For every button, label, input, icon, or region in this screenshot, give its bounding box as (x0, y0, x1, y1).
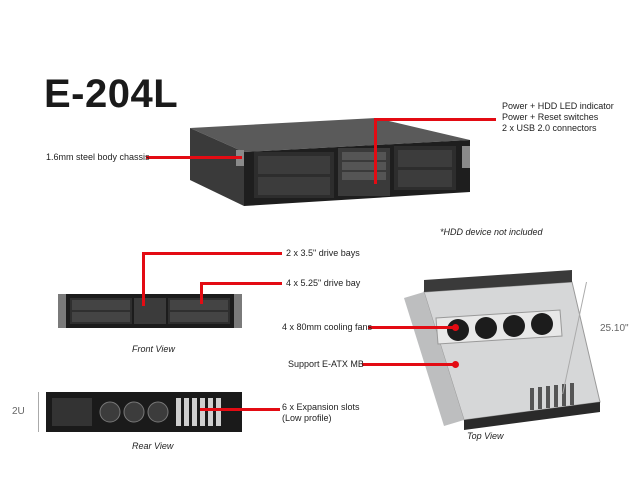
leader-35-bays-h (142, 252, 282, 255)
leader-35-bays-v (142, 252, 145, 306)
product-title: E-204L (44, 72, 179, 116)
height-dimension-line (38, 392, 39, 432)
label-eatx: Support E-ATX MB (288, 359, 364, 369)
label-expansion-line2: (Low profile) (282, 413, 332, 423)
height-dimension: 2U (12, 406, 25, 417)
label-cooling-fans: 4 x 80mm cooling fans (282, 322, 373, 332)
hdd-note: *HDD device not included (440, 227, 543, 237)
leader-power-horizontal (376, 118, 496, 121)
label-35-bays: 2 x 3.5" drive bays (286, 248, 360, 258)
rear-view-caption: Rear View (132, 441, 174, 451)
leader-eatx (362, 363, 456, 366)
label-usb: 2 x USB 2.0 connectors (502, 123, 597, 133)
label-expansion-line1: 6 x Expansion slots (282, 402, 360, 412)
leader-fans (368, 326, 456, 329)
front-view-caption: Front View (132, 344, 175, 354)
leader-power-vertical (374, 118, 377, 184)
label-steel-body: 1.6mm steel body chassis (46, 152, 150, 162)
label-power-hdd-led: Power + HDD LED indicator (502, 101, 614, 111)
leader-steel-body (146, 156, 242, 159)
leader-525-bay-v (200, 282, 203, 304)
leader-fans-dot (452, 324, 459, 331)
top-view-caption: Top View (467, 431, 504, 441)
depth-dimension: 25.10" (600, 323, 629, 334)
leader-525-bay-h (200, 282, 282, 285)
leader-eatx-dot (452, 361, 459, 368)
label-525-bay: 4 x 5.25" drive bay (286, 278, 361, 288)
leader-expansion (200, 408, 280, 411)
label-power-reset: Power + Reset switches (502, 112, 599, 122)
